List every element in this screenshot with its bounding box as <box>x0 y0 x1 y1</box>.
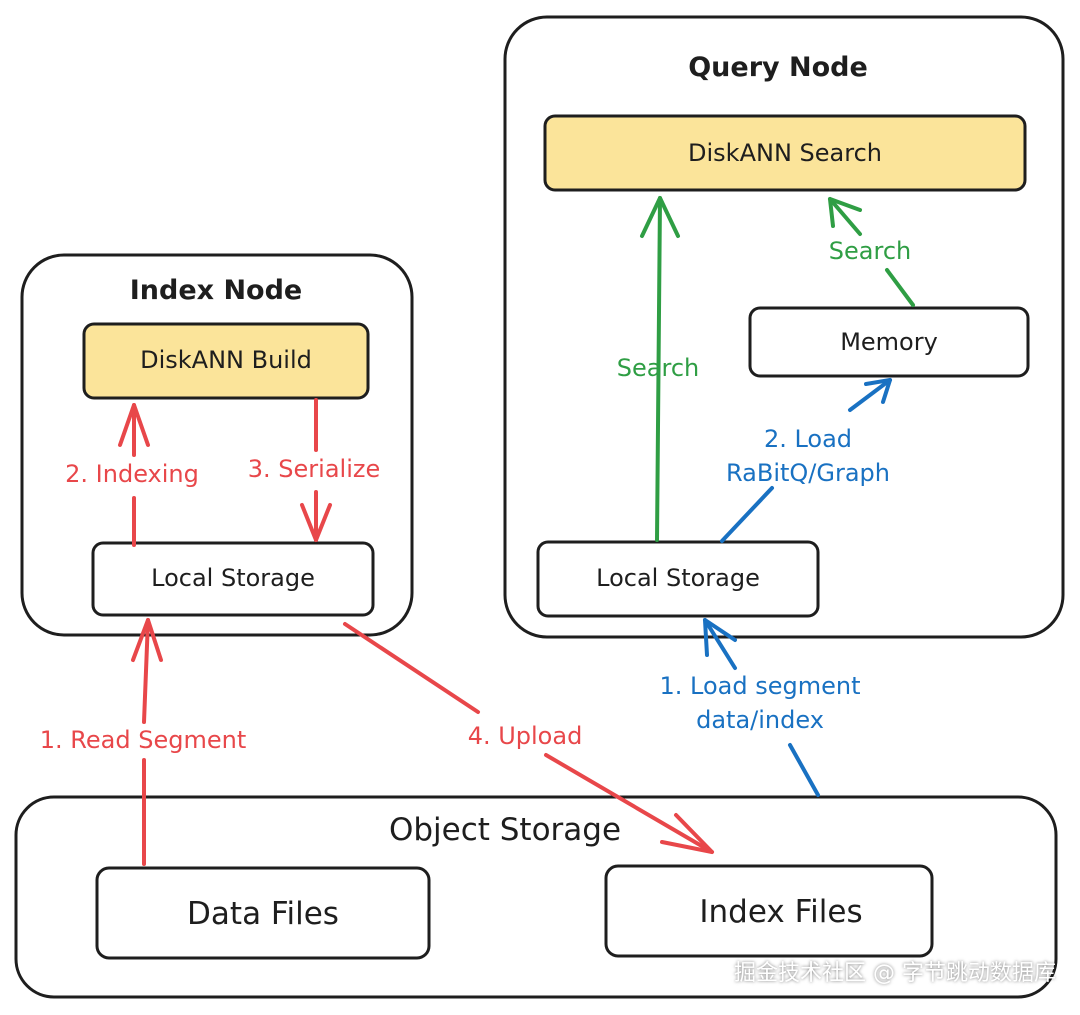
query-node-container <box>503 15 1065 639</box>
upload-arrow-lower <box>544 753 714 854</box>
load-graph-arrow-upper <box>848 378 892 412</box>
read-segment-arrow-upper <box>142 618 150 724</box>
index-local-storage-label: Local Storage <box>151 564 315 592</box>
object-storage-container <box>14 795 1058 999</box>
data-files-label: Data Files <box>187 896 339 932</box>
load-segment-arrow-lower <box>788 743 820 797</box>
index-files-label: Index Files <box>699 894 862 930</box>
indexing-arrowhead <box>118 403 150 447</box>
upload-label: 4. Upload <box>468 722 583 750</box>
load-segment-label-line1: 1. Load segment <box>660 672 861 700</box>
search-arrow-right-upper <box>828 197 862 236</box>
upload-arrow-upper <box>343 622 480 714</box>
search-arrow-right-lower <box>885 268 915 307</box>
serialize-label: 3. Serialize <box>248 455 380 483</box>
search-label-right: Search <box>829 237 911 265</box>
index-local-storage-box <box>91 541 375 617</box>
load-graph-arrow-lower <box>720 486 774 543</box>
load-segment-label-line2: data/index <box>696 706 824 734</box>
query-local-storage-label: Local Storage <box>596 564 760 592</box>
search-arrow-left <box>655 196 662 542</box>
load-graph-label-line1: 2. Load <box>764 425 852 453</box>
serialize-arrowhead <box>300 503 332 542</box>
read-segment-label: 1. Read Segment <box>40 726 246 754</box>
indexing-label: 2. Indexing <box>65 460 199 488</box>
load-graph-label-line2: RaBitQ/Graph <box>726 459 890 487</box>
index-node-container <box>20 253 414 637</box>
query-local-storage-box <box>536 540 820 618</box>
upload-arrowhead <box>660 813 714 854</box>
diskann-build-label: DiskANN Build <box>140 346 312 374</box>
data-files-box <box>95 866 431 960</box>
object-storage-title: Object Storage <box>389 812 621 848</box>
search-arrowhead-right <box>828 197 862 228</box>
search-arrowhead-left <box>640 196 680 238</box>
index-files-box <box>604 864 934 958</box>
query-node-title: Query Node <box>688 52 868 83</box>
load-segment-arrowhead <box>703 618 737 657</box>
watermark: 掘金技术社区 @ 字节跳动数据库 <box>734 961 1056 986</box>
search-label-left: Search <box>617 354 699 382</box>
diskann-search-label: DiskANN Search <box>688 139 882 167</box>
memory-box <box>748 306 1030 378</box>
load-graph-arrowhead <box>864 378 892 404</box>
memory-label: Memory <box>840 328 938 356</box>
read-segment-arrowhead <box>131 618 163 662</box>
diskann-build-box <box>82 322 370 400</box>
diskann-search-box <box>543 114 1027 192</box>
load-segment-arrow-upper <box>703 618 737 670</box>
index-node-title: Index Node <box>130 275 303 306</box>
